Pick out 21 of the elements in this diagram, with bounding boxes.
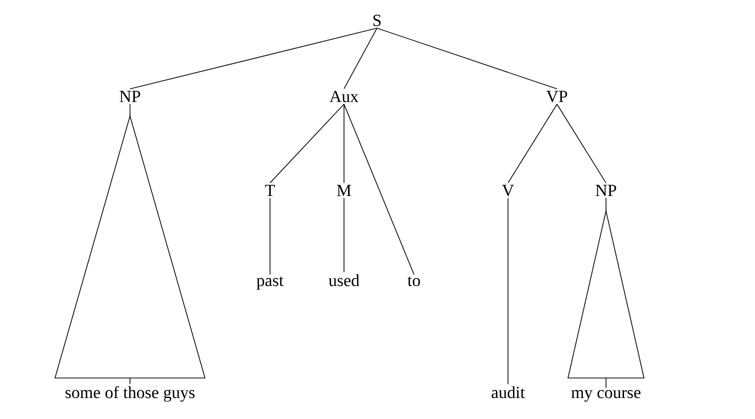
- branch-line: [344, 104, 414, 275]
- category-label: T: [265, 184, 275, 196]
- branch-line: [130, 28, 378, 90]
- category-label: M: [336, 184, 352, 196]
- word-label: some of those guys: [66, 386, 195, 402]
- branch-line: [508, 104, 558, 184]
- word-label: used: [328, 274, 360, 286]
- branch-line: [344, 28, 378, 90]
- branch-line: [376, 28, 558, 90]
- branch-line: [270, 104, 344, 184]
- word-label: audit: [492, 386, 525, 398]
- word-label: my course: [571, 390, 640, 402]
- branch-line: [556, 104, 606, 184]
- word-label: past: [256, 276, 284, 290]
- category-label: V: [502, 184, 514, 196]
- category-label: S: [373, 14, 381, 26]
- word-label: to: [408, 276, 420, 286]
- category-label: NP: [596, 184, 616, 196]
- category-label: VP: [546, 90, 568, 102]
- category-label: Aux: [330, 90, 358, 102]
- category-label: NP: [120, 90, 140, 102]
